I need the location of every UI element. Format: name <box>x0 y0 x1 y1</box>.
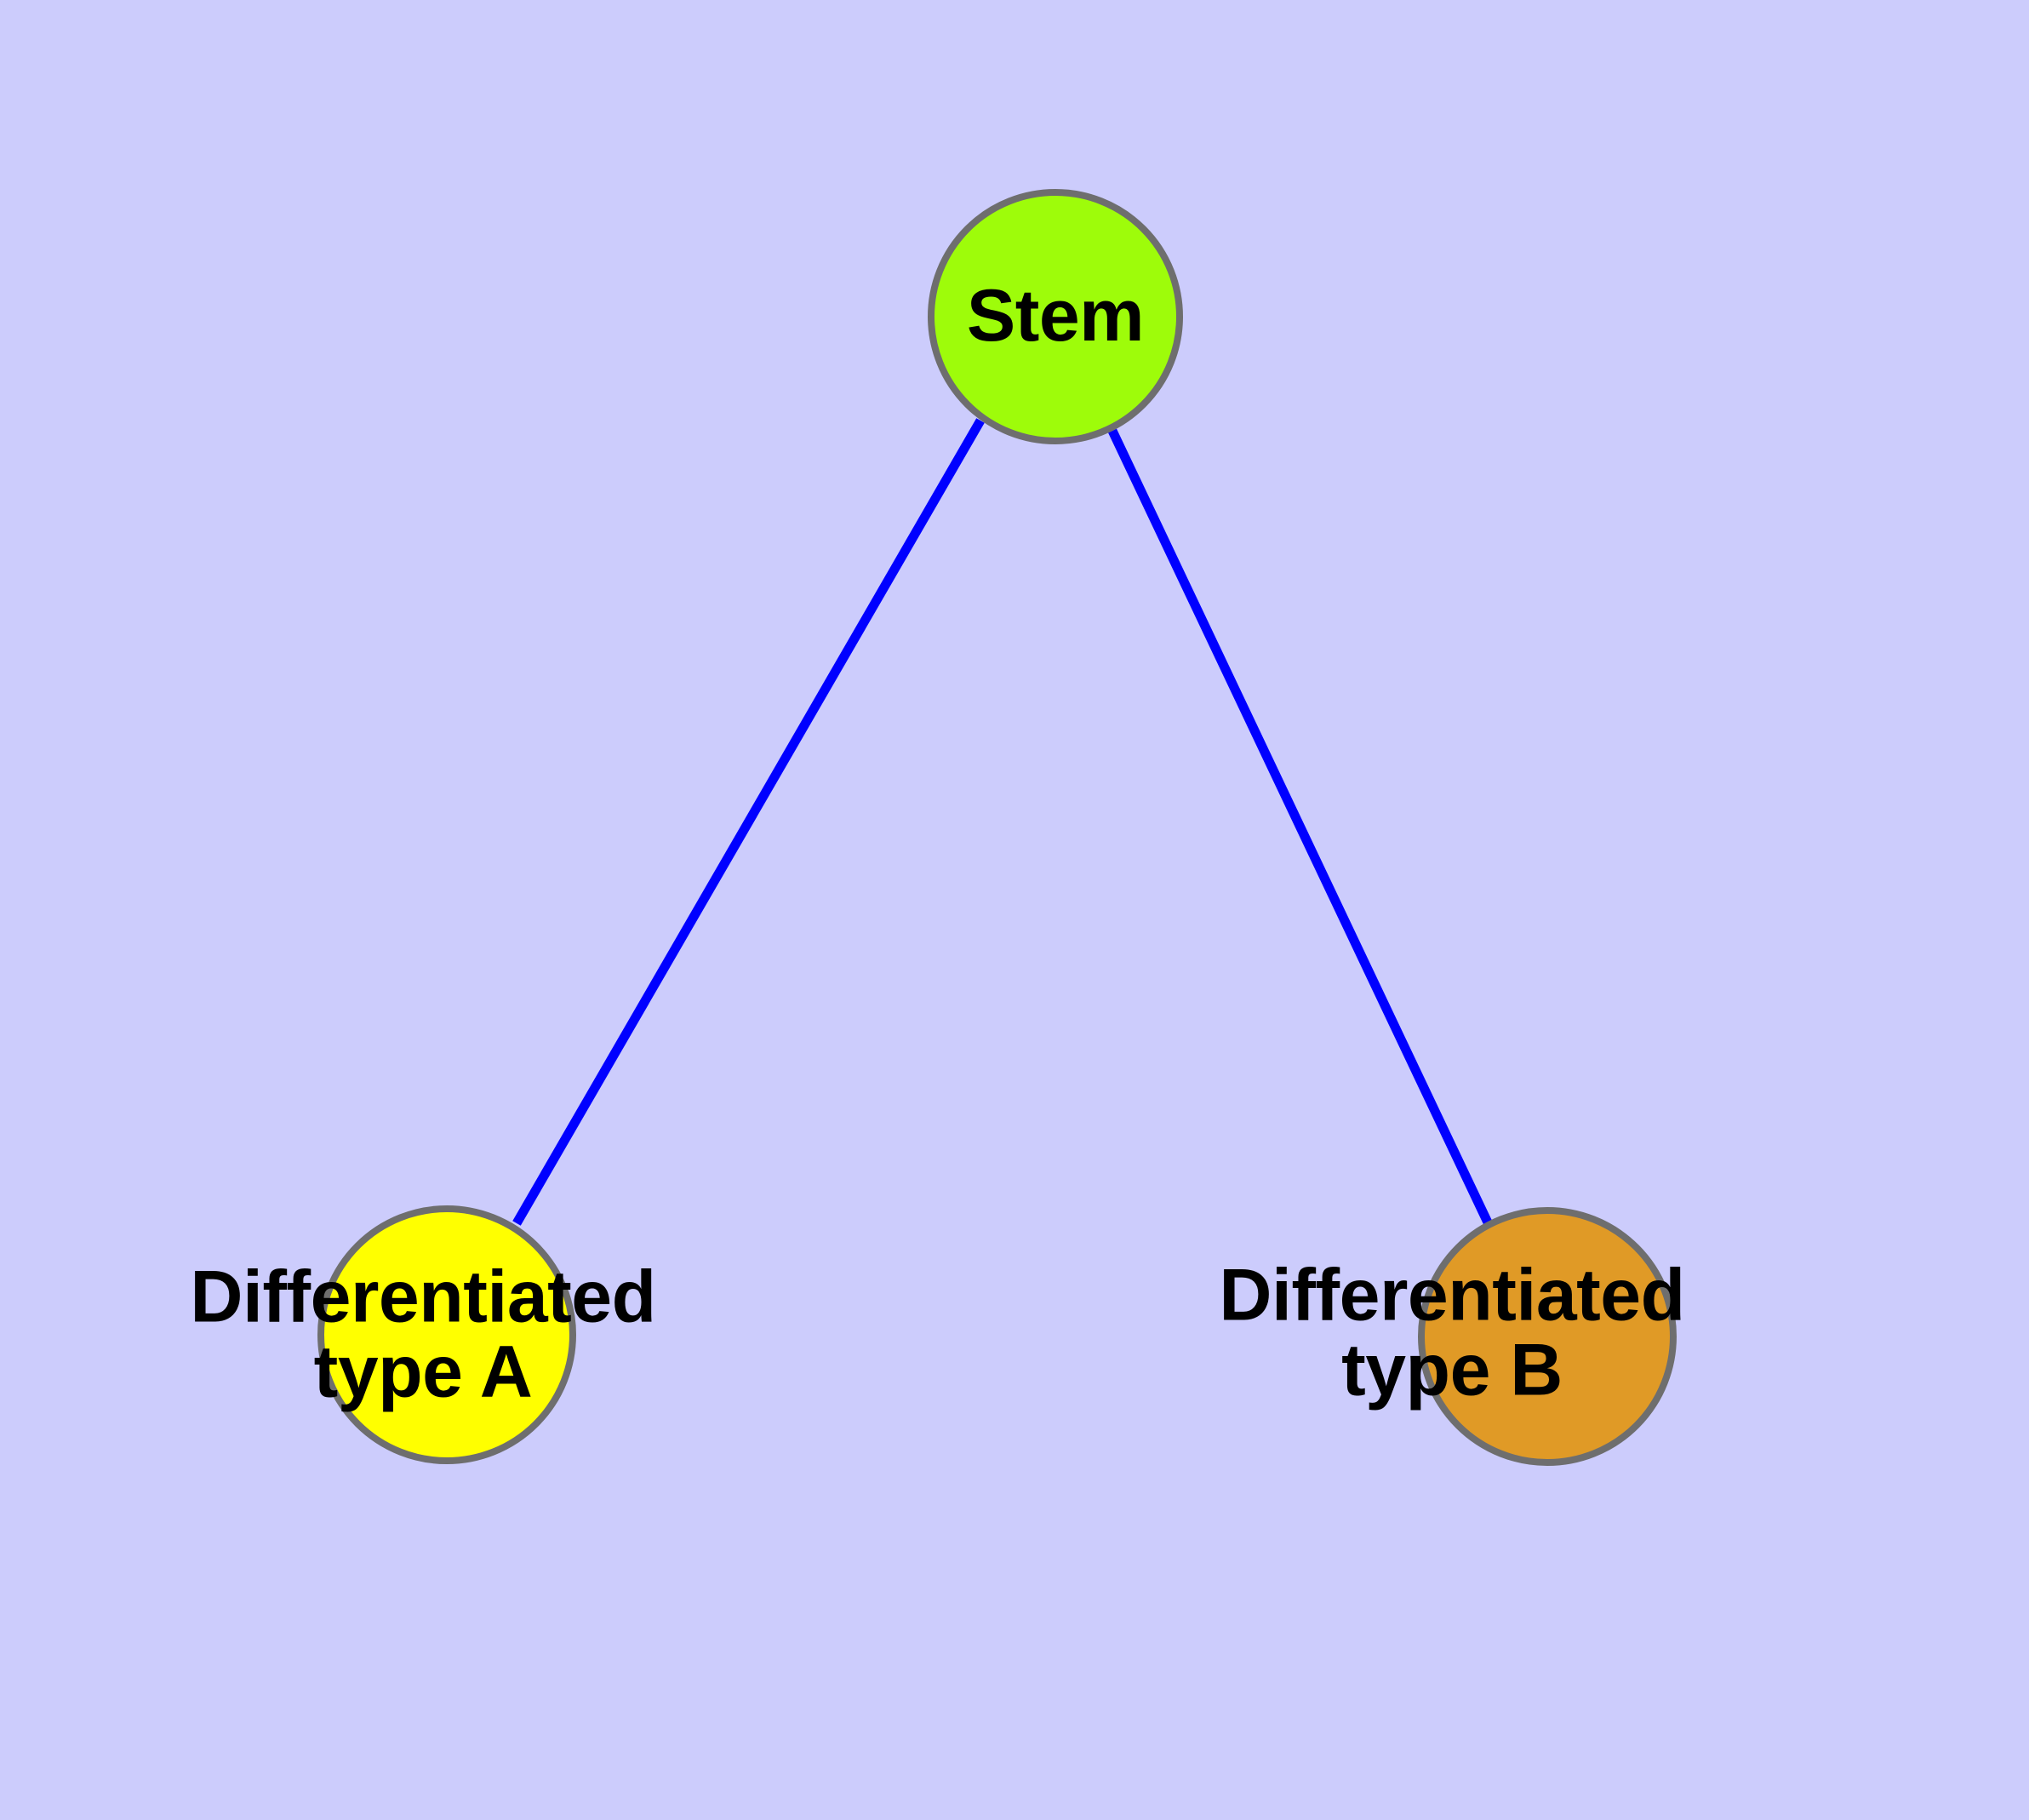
node-diff-b-circle[interactable] <box>1418 1207 1677 1466</box>
edge-stem-to-diff-b[interactable] <box>1108 428 1492 1225</box>
node-stem-circle[interactable] <box>928 189 1183 444</box>
edge-stem-to-diff-a[interactable] <box>512 418 985 1226</box>
node-diff-a-circle[interactable] <box>317 1205 576 1464</box>
